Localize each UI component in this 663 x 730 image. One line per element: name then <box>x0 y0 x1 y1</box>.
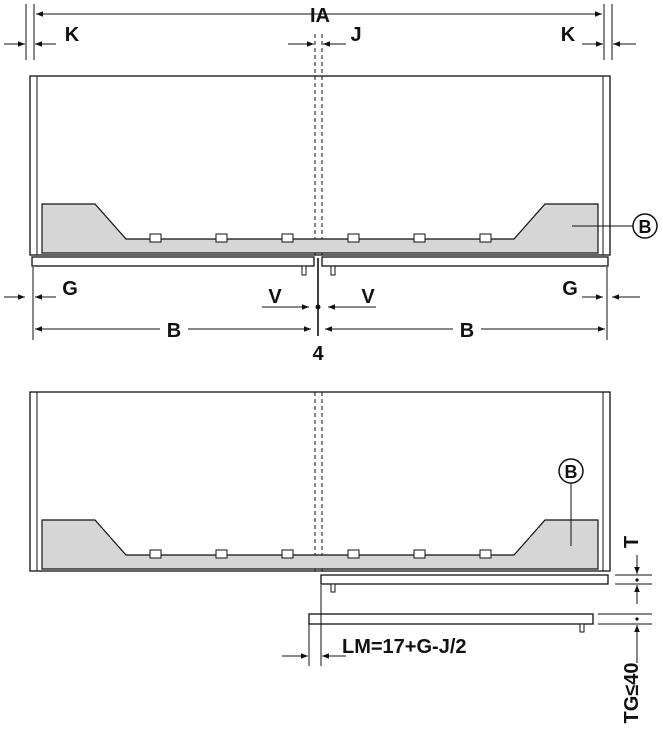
callout-bottom-label: B <box>565 462 578 482</box>
center-gap-dimension: J <box>288 24 362 47</box>
bottom-view: B T TG≤40 LM <box>29 391 652 724</box>
overlay-right-dimension: G <box>562 267 640 340</box>
door-width-dimensions: B B <box>35 318 605 342</box>
overall-width-dimension: IA <box>36 5 602 27</box>
callout-bottom: B <box>558 458 584 546</box>
door-left-bottom <box>308 613 594 625</box>
door-gap-dimensions: V V <box>262 286 376 310</box>
tray-profile-bottom <box>41 519 599 570</box>
tray-profile-top <box>41 203 599 254</box>
door-thickness-label: TG≤40 <box>621 663 643 724</box>
door-width-right-label: B <box>460 320 474 342</box>
overlay-right-label: G <box>562 278 578 300</box>
center-mark-label: 4 <box>312 343 324 365</box>
side-gap-left-label: K <box>65 24 80 46</box>
cabinet-carcass-bottom <box>29 391 611 572</box>
door-width-left-label: B <box>167 320 181 342</box>
side-gap-right-label: K <box>561 24 576 46</box>
clip-row-top <box>149 233 492 243</box>
door-thickness-dimension: TG≤40 <box>598 613 652 724</box>
overlay-left-label: G <box>62 278 78 300</box>
offset-label: T <box>621 536 643 548</box>
door-gap-left-label: V <box>268 286 282 308</box>
center-gap-label: J <box>350 24 361 46</box>
top-view: IA K K J <box>4 4 658 365</box>
door-right-top <box>321 256 609 267</box>
offset-dimension: T <box>615 536 652 604</box>
formula-dimension: LM=17+G-J/2 <box>282 585 467 666</box>
formula-label: LM=17+G-J/2 <box>342 636 467 658</box>
side-gap-right-dimension: K <box>561 4 636 60</box>
door-gap-right-label: V <box>361 286 375 308</box>
clip-row-bottom <box>149 549 492 559</box>
door-right-bottom <box>320 574 609 585</box>
overlay-left-dimension: G <box>4 267 78 340</box>
door-left-top <box>31 256 315 267</box>
callout-top-label: B <box>639 217 652 237</box>
overall-width-label: IA <box>310 5 330 27</box>
side-gap-left-dimension: K <box>4 4 80 60</box>
cabinet-carcass-top <box>29 75 611 256</box>
callout-top: B <box>572 213 658 239</box>
